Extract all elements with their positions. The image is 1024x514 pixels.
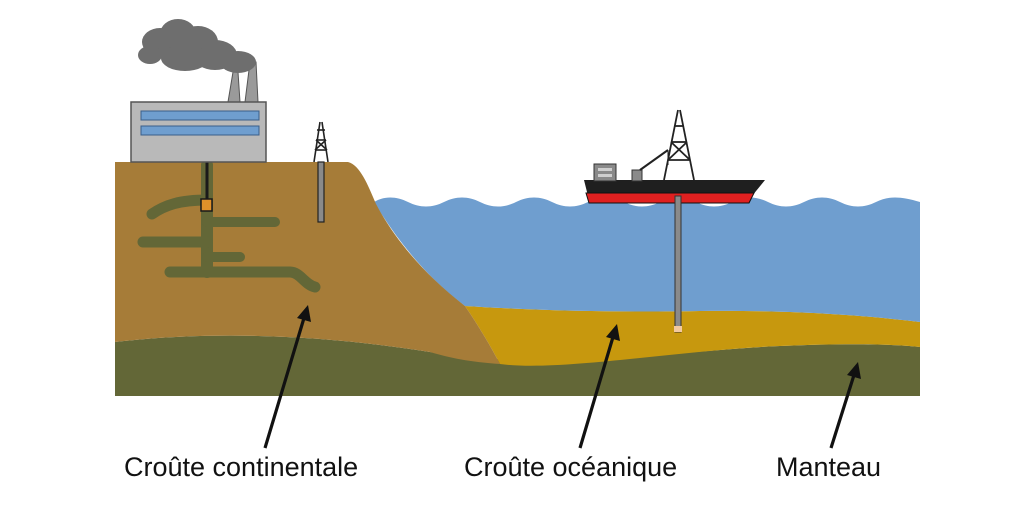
pointer-arrows [263,305,861,449]
factory-icon [130,61,267,163]
mantle-layer [115,335,920,396]
continental-crust-label: Croûte continentale [124,452,359,482]
ocean-water [374,197,920,322]
oceanic-crust-layer [465,306,920,366]
drilling-ship-icon [584,109,765,333]
oil-derrick-icon [313,121,329,223]
mantle-label: Manteau [776,452,882,482]
mine-cage-icon [200,198,213,212]
smoke-icon [138,19,256,73]
oceanic-crust-label: Croûte océanique [464,452,678,482]
